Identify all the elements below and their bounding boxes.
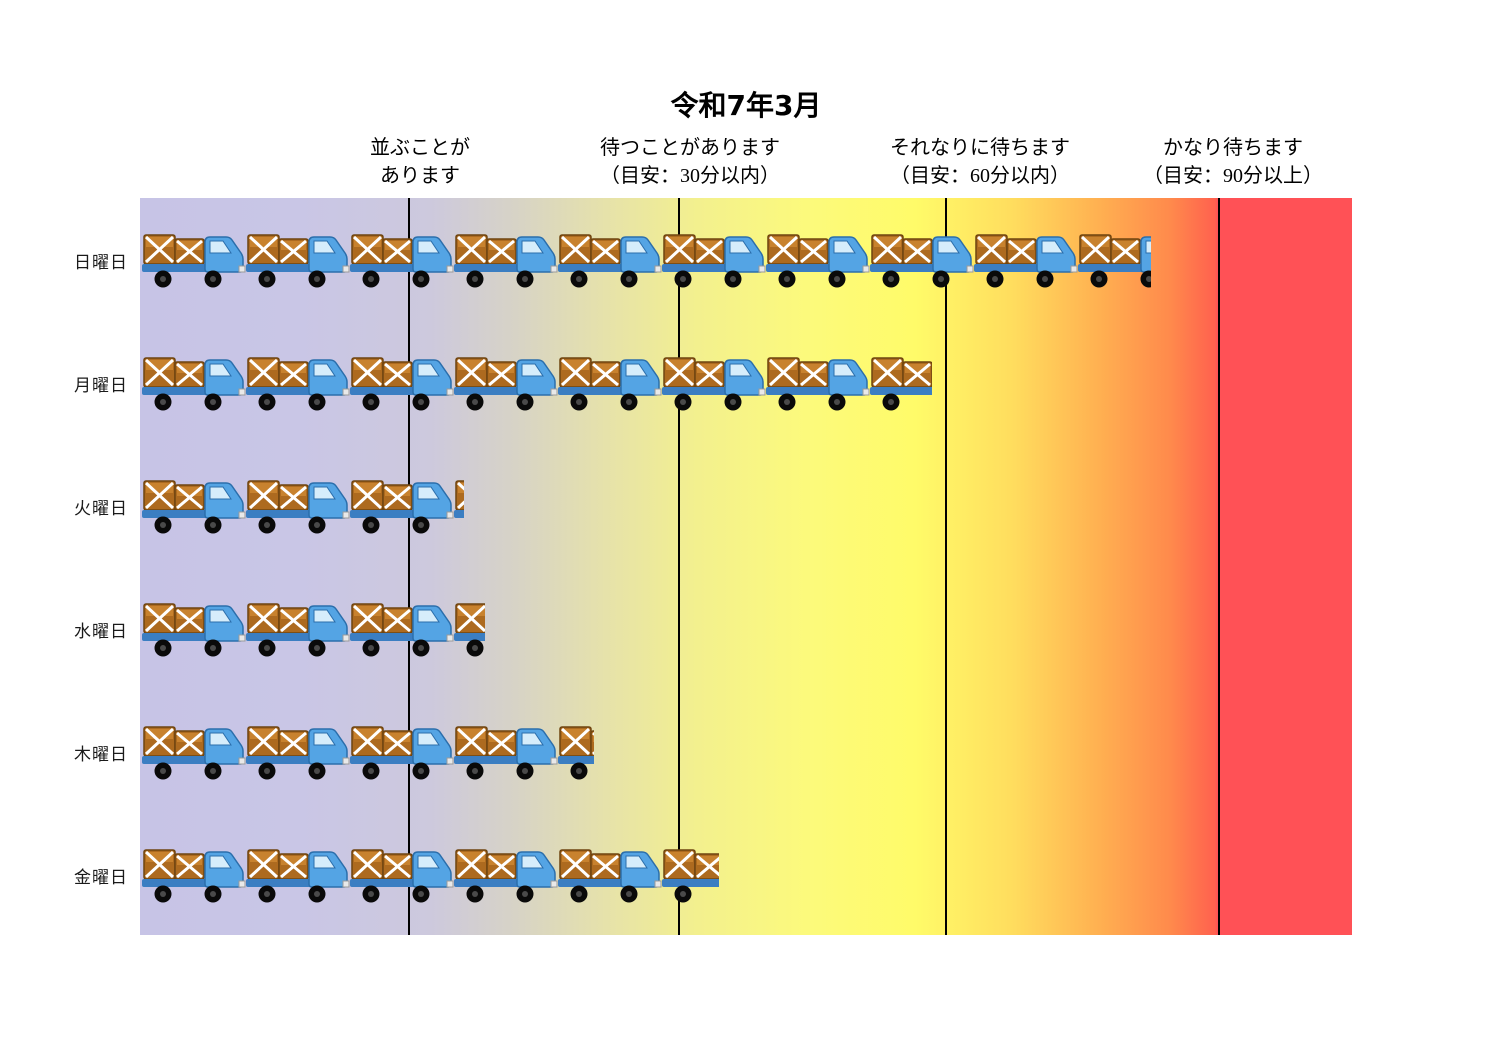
truck-icon (246, 725, 350, 780)
threshold-line-60min (945, 198, 947, 935)
truck-icon (350, 725, 454, 780)
truck-icon (662, 233, 766, 289)
truck-icon (142, 725, 246, 780)
truck-icon (766, 356, 870, 412)
truck-icon (246, 233, 350, 289)
zone-header-line2: （目安：30分以内） (600, 165, 780, 187)
truck-icon (246, 356, 350, 412)
row-label-sunday: 日曜日 (74, 253, 128, 273)
truck-icon (662, 848, 719, 903)
truck-row-火曜日 (142, 476, 464, 535)
truck-icon-partial (558, 722, 594, 780)
truck-icon (454, 479, 464, 535)
truck-icon (974, 233, 1078, 289)
zone-header-90min: かなり待ちます （目安：90分以上） (1063, 134, 1403, 190)
truck-icon (870, 356, 932, 412)
truck-icon-partial (454, 476, 464, 535)
zone-header-line2: （目安：60分以内） (890, 165, 1070, 187)
truck-icon (454, 602, 485, 657)
row-label-tuesday: 火曜日 (74, 499, 128, 519)
truck-icon (454, 725, 558, 780)
truck-icon (870, 233, 974, 289)
zone-header-line2: （目安：90分以上） (1143, 165, 1323, 187)
truck-icon-partial (1078, 230, 1151, 289)
truck-row-月曜日 (142, 353, 932, 412)
truck-icon (1078, 233, 1151, 289)
plot-area (140, 198, 1352, 935)
threshold-line-queue (408, 198, 410, 935)
zone-header-line1: それなりに待ちます (890, 137, 1070, 159)
truck-icon (558, 848, 662, 903)
row-label-wednesday: 水曜日 (74, 622, 128, 642)
truck-icon (350, 479, 454, 535)
truck-icon (766, 233, 870, 289)
truck-icon-partial (870, 353, 932, 412)
truck-icon (662, 356, 766, 412)
page-title: 令和7年3月 (670, 89, 822, 122)
truck-icon (558, 725, 594, 780)
truck-icon (558, 356, 662, 412)
truck-row-日曜日 (142, 230, 1151, 289)
truck-icon (142, 479, 246, 535)
truck-row-金曜日 (142, 845, 719, 903)
truck-row-木曜日 (142, 722, 594, 780)
truck-icon (454, 233, 558, 289)
truck-icon (558, 233, 662, 289)
threshold-line-30min (678, 198, 680, 935)
truck-icon (142, 356, 246, 412)
truck-icon (454, 356, 558, 412)
truck-icon (142, 233, 246, 289)
truck-icon (142, 848, 246, 903)
truck-icon (142, 602, 246, 657)
zone-header-queue: 並ぶことが あります (250, 134, 590, 190)
truck-row-水曜日 (142, 599, 485, 657)
zone-header-line2: あります (380, 165, 460, 187)
truck-icon (350, 233, 454, 289)
row-label-friday: 金曜日 (74, 868, 128, 888)
threshold-line-90min (1218, 198, 1220, 935)
zone-header-line1: 並ぶことが (370, 137, 470, 159)
zone-header-line1: かなり待ちます (1163, 137, 1303, 159)
truck-icon (350, 848, 454, 903)
zone-header-30min: 待つことがあります （目安：30分以内） (520, 134, 860, 190)
truck-icon (350, 356, 454, 412)
truck-icon-partial (454, 599, 485, 657)
row-label-monday: 月曜日 (74, 376, 128, 396)
truck-icon (246, 479, 350, 535)
zone-header-line1: 待つことがあります (600, 137, 780, 159)
truck-icon (454, 848, 558, 903)
truck-icon (246, 602, 350, 657)
truck-icon (246, 848, 350, 903)
truck-icon-partial (662, 845, 719, 903)
row-label-thursday: 木曜日 (74, 745, 128, 765)
truck-icon (350, 602, 454, 657)
zone-header-60min: それなりに待ちます （目安：60分以内） (810, 134, 1150, 190)
